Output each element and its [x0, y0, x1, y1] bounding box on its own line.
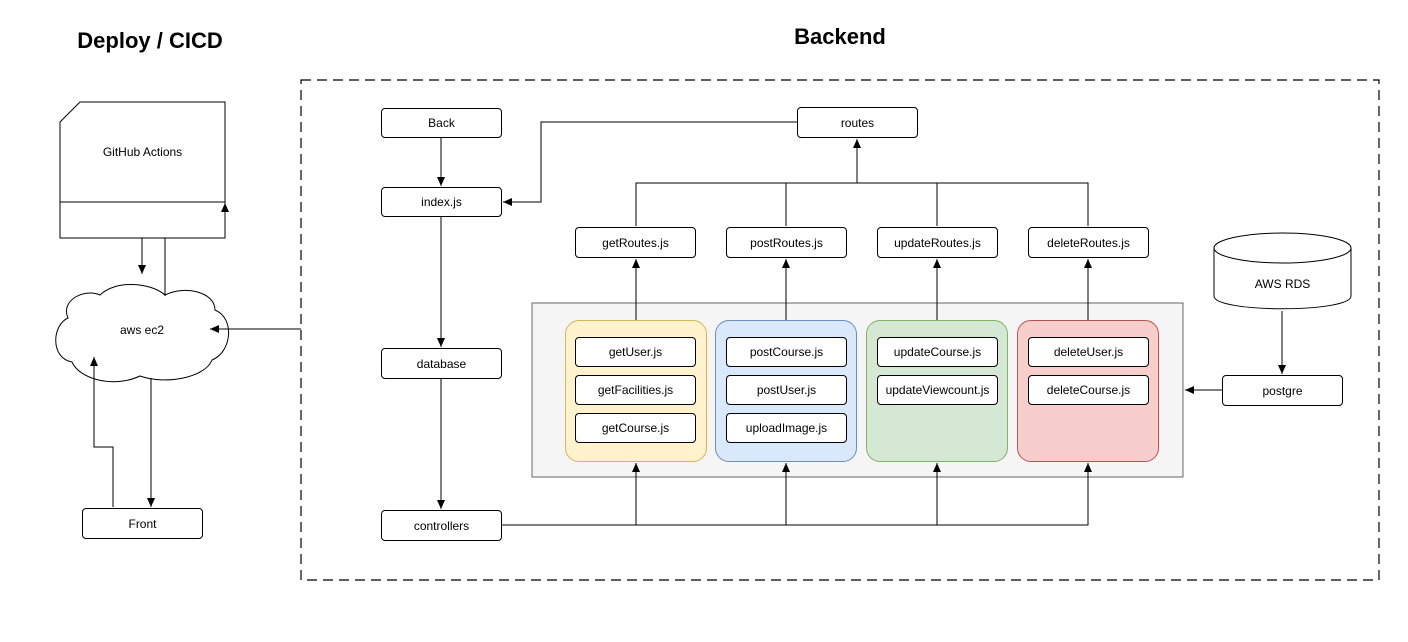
controller-file: deleteCourse.js [1028, 375, 1149, 405]
delete-routes-node: deleteRoutes.js [1028, 227, 1149, 258]
update-routes-node: updateRoutes.js [877, 227, 998, 258]
deploy-connectors [90, 203, 301, 507]
controller-file: postUser.js [726, 375, 847, 405]
get-routes-node: getRoutes.js [575, 227, 696, 258]
controller-file: updateViewcount.js [877, 375, 998, 405]
backend-title: Backend [794, 24, 886, 49]
controllers-node: controllers [381, 510, 502, 541]
github-actions-shape [59, 101, 226, 239]
backend-container [300, 79, 1380, 581]
front-node: Front [82, 508, 203, 539]
github-actions-label: GitHub Actions [102, 145, 183, 159]
backend-connectors [437, 121, 1286, 526]
rds-cylinder [1213, 248, 1352, 310]
ec2-cloud-shape [55, 284, 230, 383]
controller-file: uploadImage.js [726, 413, 847, 443]
rds-cylinder-top [1213, 232, 1352, 264]
back-node: Back [381, 108, 502, 138]
index-node: index.js [381, 187, 502, 217]
deploy-title: Deploy / CICD [77, 28, 223, 53]
database-node: database [381, 348, 502, 379]
controller-file: postCourse.js [726, 337, 847, 367]
routes-node: routes [797, 107, 918, 138]
controller-file: deleteUser.js [1028, 337, 1149, 367]
post-routes-node: postRoutes.js [726, 227, 847, 258]
controller-file: updateCourse.js [877, 337, 998, 367]
aws-rds-label: AWS RDS [1254, 277, 1311, 291]
postgre-node: postgre [1222, 375, 1343, 406]
controller-file: getFacilities.js [575, 375, 696, 405]
controller-file: getCourse.js [575, 413, 696, 443]
controller-file: getUser.js [575, 337, 696, 367]
ec2-label: aws ec2 [119, 323, 165, 337]
